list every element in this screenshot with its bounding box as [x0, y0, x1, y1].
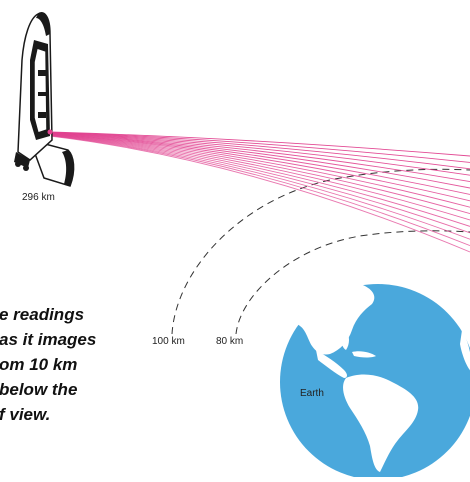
beam-ray: [49, 134, 470, 227]
beam-ray: [49, 135, 470, 247]
engine-nozzle: [23, 165, 29, 171]
payload-detail: [38, 92, 46, 96]
beam-ray: [49, 132, 470, 189]
florida-landmass: [341, 330, 349, 350]
caption-line: as it images: [0, 330, 97, 349]
layer-80km-label: 80 km: [216, 336, 244, 347]
caption-line: e readings: [0, 305, 85, 324]
beam-ray: [49, 135, 470, 253]
atmosphere-80km-arc: [235, 230, 470, 335]
shuttle-altitude-label: 296 km: [22, 192, 55, 203]
beam-ray: [49, 131, 470, 163]
beam-ray: [49, 133, 470, 215]
beam-ray: [49, 133, 470, 208]
beam-ray: [49, 132, 470, 176]
layer-100km-label: 100 km: [152, 336, 185, 347]
limb-viewing-beam: [49, 131, 470, 253]
beam-ray: [49, 131, 470, 157]
central-america-landmass: [316, 350, 347, 378]
instrument-aperture: [47, 129, 53, 135]
beam-ray: [49, 133, 470, 195]
earth-globe-icon: [280, 281, 470, 480]
caribbean-islands: [352, 351, 376, 358]
beam-ray: [49, 132, 470, 183]
shuttle-nose: [36, 12, 50, 36]
beam-ray: [49, 134, 470, 234]
beam-ray: [49, 132, 470, 170]
earth-label: Earth: [300, 388, 324, 399]
engine-nozzle: [15, 161, 21, 167]
beam-ray: [49, 133, 470, 202]
caption-line: om 10 km: [0, 355, 78, 374]
north-america-landmass: [293, 281, 375, 355]
shuttle-cargo-bay-inner: [33, 47, 48, 134]
south-america-landmass: [343, 374, 419, 472]
caption-line: f view.: [0, 405, 51, 424]
space-shuttle-icon: [14, 12, 75, 187]
africa-edge-landmass: [460, 330, 470, 371]
payload-detail: [38, 70, 46, 76]
payload-detail: [38, 112, 46, 118]
shuttle-engines: [14, 152, 30, 168]
caption-line: below the: [0, 380, 78, 399]
beam-ray: [49, 135, 470, 240]
shuttle-wing-dark-edge: [62, 150, 74, 186]
caption-text: e readings as it images om 10 km below t…: [0, 302, 139, 427]
beam-ray: [49, 134, 470, 221]
